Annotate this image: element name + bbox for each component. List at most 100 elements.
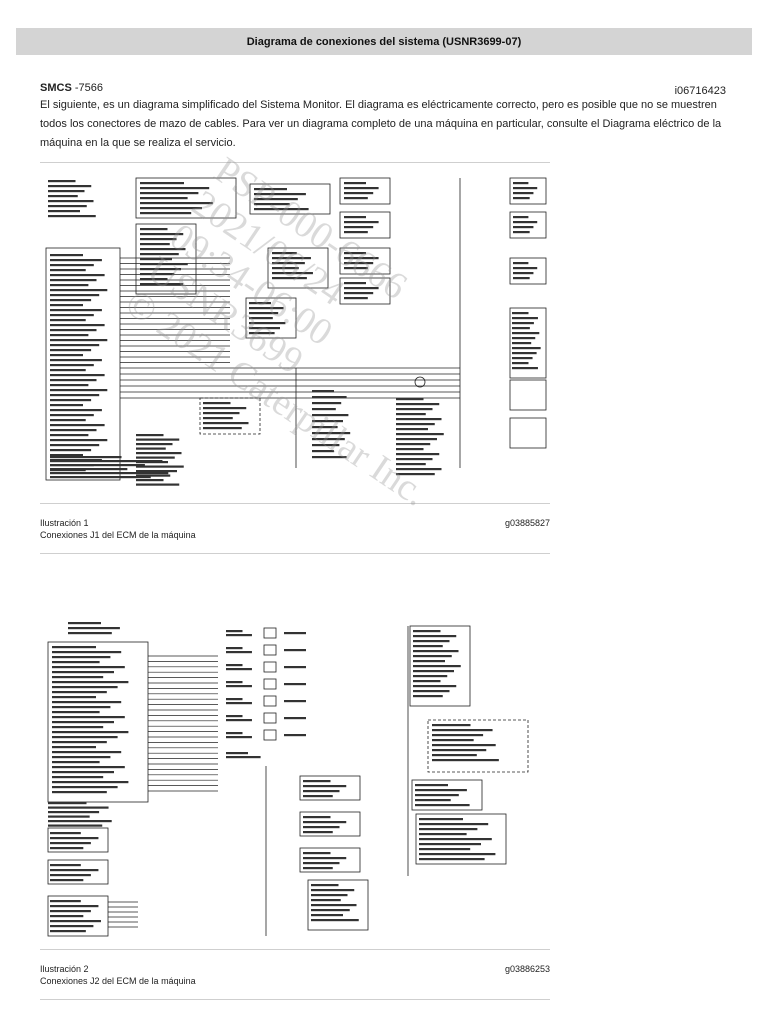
schematic-label-mark — [136, 443, 173, 446]
schematic-label-mark — [513, 216, 529, 219]
schematic-component-box — [339, 277, 391, 305]
schematic-label-mark — [513, 182, 529, 185]
schematic-label-mark — [48, 820, 112, 823]
figure-description: Conexiones J1 del ECM de la máquina — [40, 530, 196, 540]
schematic-label-mark — [52, 661, 100, 664]
schematic-label-mark — [50, 384, 89, 387]
schematic-component-box — [263, 678, 277, 690]
schematic-label-mark — [203, 427, 242, 430]
schematic-label-mark — [50, 454, 83, 457]
schematic-label-mark — [52, 696, 96, 699]
schematic-label-mark — [432, 749, 487, 752]
schematic-label-mark — [303, 780, 331, 783]
schematic-label-mark — [512, 352, 537, 355]
schematic-label-mark — [50, 456, 122, 459]
schematic-component-box — [307, 879, 369, 931]
schematic-label-mark — [48, 811, 100, 814]
schematic-label-mark — [52, 686, 118, 689]
schematic-label-mark — [50, 379, 97, 382]
schematic-label-mark — [419, 858, 485, 861]
schematic-label-mark — [344, 231, 368, 234]
schematic-label-mark — [52, 776, 104, 779]
schematic-label-mark — [513, 277, 530, 280]
schematic-label-mark — [432, 754, 477, 757]
schematic-label-mark — [226, 756, 261, 759]
schematic-label-mark — [52, 671, 114, 674]
schematic-label-mark — [254, 208, 309, 211]
schematic-label-mark — [303, 867, 333, 870]
schematic-label-mark — [50, 314, 94, 317]
schematic-label-mark — [312, 408, 336, 411]
schematic-label-mark — [513, 187, 538, 190]
schematic-label-mark — [140, 197, 188, 200]
schematic-label-mark — [68, 627, 120, 630]
schematic-label-mark — [136, 447, 166, 450]
schematic-component-box — [299, 847, 361, 873]
schematic-label-mark — [140, 207, 202, 210]
schematic-label-mark — [136, 438, 180, 441]
schematic-label-mark — [512, 367, 538, 370]
schematic-label-mark — [311, 919, 359, 922]
schematic-label-mark — [272, 267, 299, 270]
schematic-label-mark — [432, 744, 496, 747]
schematic-component-box — [263, 729, 277, 741]
schematic-label-mark — [50, 424, 105, 427]
schematic-label-mark — [52, 746, 96, 749]
schematic-component-box — [267, 247, 329, 289]
schematic-label-mark — [512, 362, 529, 365]
schematic-label-mark — [284, 700, 306, 703]
schematic-label-mark — [396, 398, 424, 401]
schematic-label-mark — [413, 690, 450, 693]
schematic-label-mark — [311, 894, 348, 897]
schematic-label-mark — [48, 200, 94, 203]
schematic-label-mark — [50, 434, 89, 437]
figure-caption-1: Ilustración 1 Conexiones J1 del ECM de l… — [40, 517, 550, 541]
schematic-label-mark — [344, 262, 374, 265]
schematic-label-mark — [413, 675, 448, 678]
smcs-code: SMCS -7566 — [40, 82, 103, 94]
schematic-label-mark — [419, 843, 481, 846]
schematic-label-mark — [413, 635, 457, 638]
schematic-label-mark — [50, 354, 83, 357]
schematic-label-mark — [50, 339, 108, 342]
schematic-label-mark — [48, 824, 103, 827]
schematic-label-mark — [413, 630, 441, 633]
schematic-label-mark — [303, 821, 347, 824]
divider — [40, 503, 550, 504]
schematic-label-mark — [344, 187, 379, 190]
schematic-label-mark — [249, 312, 279, 315]
schematic-label-mark — [396, 473, 435, 476]
schematic-label-mark — [50, 269, 86, 272]
schematic-label-mark — [396, 423, 435, 426]
schematic-label-mark — [303, 785, 347, 788]
schematic-label-mark — [52, 706, 111, 709]
schematic-label-mark — [48, 215, 96, 218]
schematic-label-mark — [48, 185, 92, 188]
schematic-label-mark — [52, 756, 111, 759]
schematic-label-mark — [140, 238, 177, 241]
schematic-label-mark — [50, 444, 100, 447]
schematic-component-box — [245, 297, 297, 339]
schematic-label-mark — [50, 869, 99, 872]
schematic-label-mark — [284, 683, 306, 686]
schematic-label-mark — [413, 695, 443, 698]
schematic-label-mark — [50, 476, 151, 479]
schematic-label-mark — [52, 766, 125, 769]
schematic-component-box — [263, 627, 277, 639]
schematic-label-mark — [254, 193, 306, 196]
schematic-label-mark — [513, 267, 538, 270]
schematic-label-mark — [312, 396, 347, 399]
schematic-component-box — [509, 257, 547, 285]
schematic-label-mark — [396, 438, 437, 441]
schematic-component-box — [135, 223, 197, 295]
schematic-label-mark — [311, 909, 350, 912]
schematic-component-box — [411, 779, 483, 811]
wiring-diagram-j2 — [47, 622, 529, 937]
schematic-label-mark — [226, 664, 243, 667]
schematic-label-mark — [226, 702, 252, 705]
schematic-label-mark — [413, 655, 452, 658]
schematic-label-mark — [512, 317, 538, 320]
schematic-label-mark — [344, 267, 368, 270]
schematic-label-mark — [50, 920, 101, 923]
schematic-label-mark — [303, 795, 333, 798]
